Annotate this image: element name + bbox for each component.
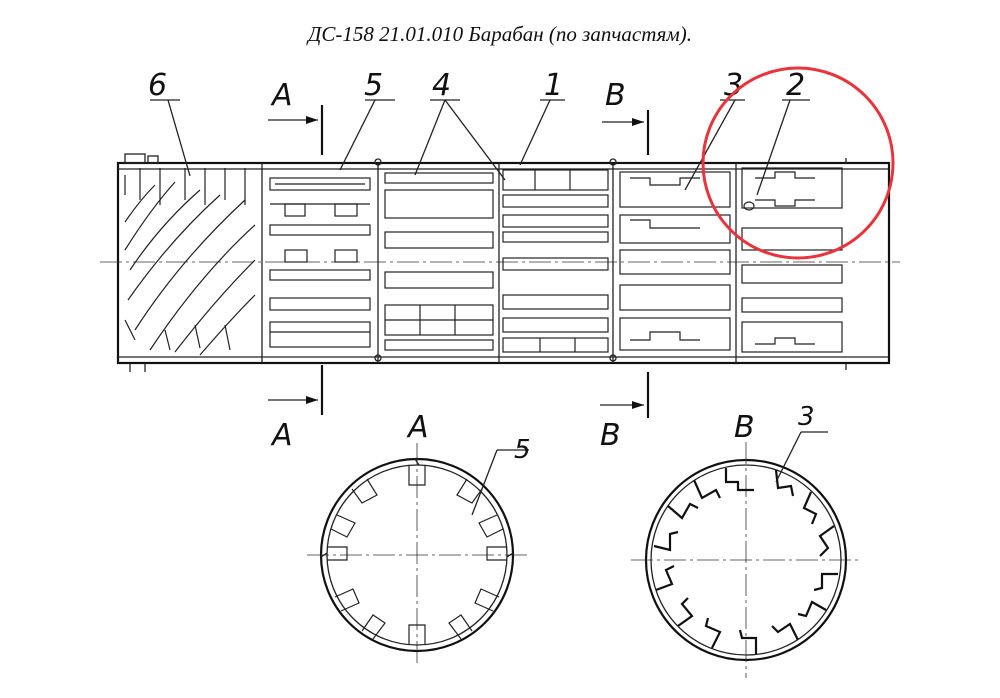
label-view-a: A	[406, 410, 429, 445]
label-section-b-bottom: B	[600, 418, 621, 453]
highlight-circle	[701, 66, 895, 260]
section-view-b	[631, 431, 861, 678]
part-6-spiral-blades	[124, 168, 256, 356]
part-3-section	[619, 171, 731, 351]
part-5-section	[269, 177, 371, 348]
drum-longitudinal-section	[100, 153, 900, 372]
section-view-a	[307, 443, 529, 667]
drawing-title: ДС-158 21.01.010 Барабан (по запчастям).	[307, 22, 693, 46]
label-view-b-part: 3	[798, 402, 815, 432]
label-part-1: 1	[544, 68, 563, 103]
part-2-section	[741, 167, 843, 353]
label-section-b-top: B	[605, 78, 626, 113]
label-part-6: 6	[148, 68, 167, 103]
label-part-4: 4	[432, 68, 451, 103]
leader-lines	[150, 99, 810, 196]
part-4-section	[384, 172, 494, 351]
part-1-section	[502, 169, 609, 353]
label-view-b: B	[734, 410, 755, 445]
label-section-a-top: A	[270, 78, 293, 113]
label-part-3: 3	[724, 68, 743, 103]
label-section-a-bottom: A	[270, 418, 293, 453]
drum-shell	[116, 161, 891, 365]
label-view-a-part: 5	[514, 435, 531, 465]
section-marks	[268, 105, 650, 418]
label-part-2: 2	[786, 68, 805, 103]
label-part-5: 5	[364, 68, 383, 103]
